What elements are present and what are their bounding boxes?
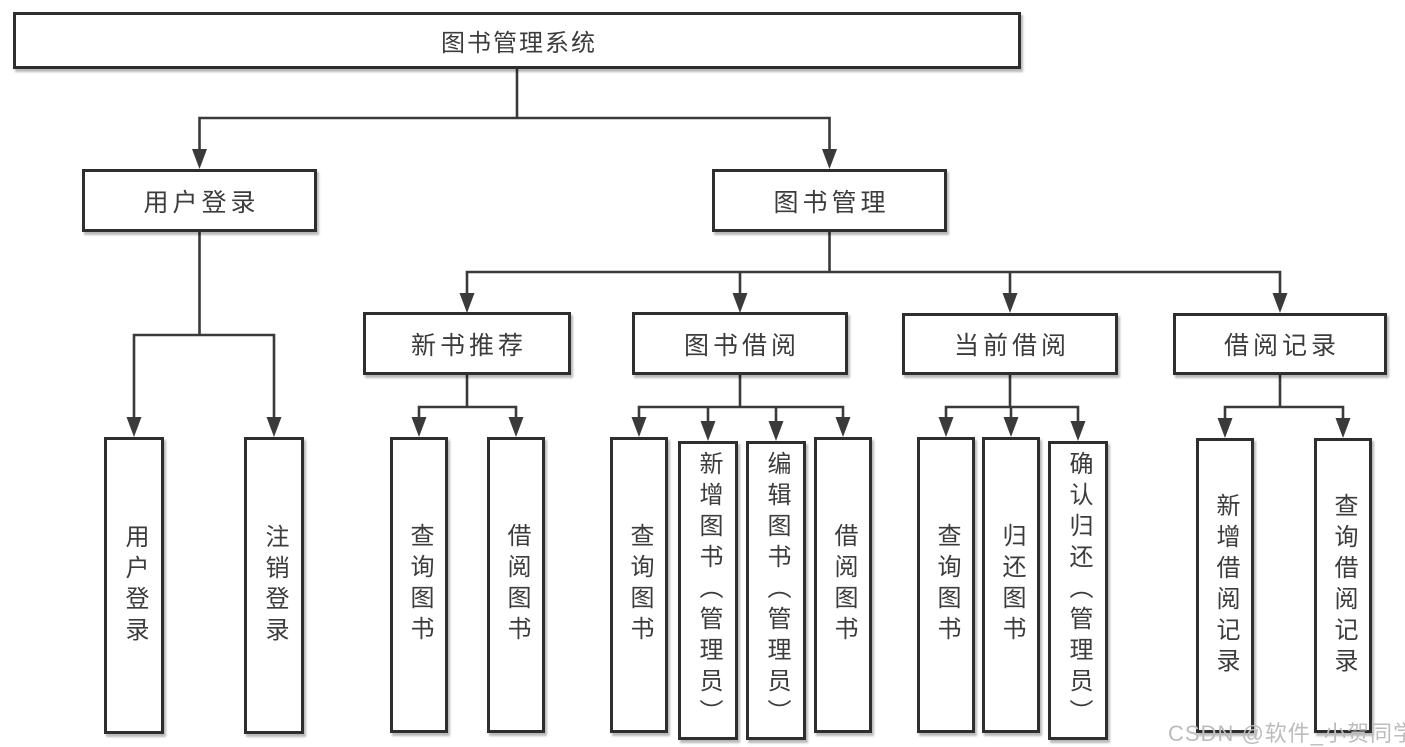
leaf-borrow-query-books: 查询图书 [610,437,668,733]
arrowhead-icon [1272,293,1288,313]
arrowhead-icon [822,149,837,169]
connector-new-rec-children [417,373,518,421]
node-label: 图书管理系统 [441,30,597,57]
leaf-borrow-borrow-books: 借阅图书 [814,437,872,733]
arrowhead-icon [1335,418,1351,438]
node-label: 新书推荐 [410,331,527,360]
arrowhead-icon [459,293,475,313]
node-borrow-records: 借阅记录 [1173,313,1387,375]
leaf-edit-books-admin: 编辑图书（管理员） [746,441,806,740]
leaf-return-books: 归还图书 [982,437,1040,733]
arrowhead-icon [1217,418,1233,438]
node-label: 查询图书 [933,523,960,647]
node-current-borrowing: 当前借阅 [902,313,1118,375]
leaf-newrec-borrow-books: 借阅图书 [487,437,545,733]
arrowhead-icon [126,417,142,437]
arrowhead-icon [508,417,524,437]
leaf-newrec-query-books: 查询图书 [390,437,448,733]
connector-book-mgmt-children [465,230,1282,297]
node-label: 注销登录 [261,523,288,648]
node-library-system: 图书管理系统 [13,12,1021,69]
arrowhead-icon [631,417,647,437]
watermark: CSDN @软件_小贺同学 [1168,721,1405,746]
leaf-confirm-return-admin: 确认归还（管理员） [1048,441,1108,740]
arrowhead-icon [835,417,851,437]
arrowhead-icon [938,417,954,437]
arrowhead-icon [192,149,207,169]
leaf-logout: 注销登录 [244,437,304,734]
node-label: 借阅图书 [830,523,857,647]
node-new-book-recommend: 新书推荐 [363,312,571,375]
node-label: 图书借阅 [683,331,800,360]
connector-root-to-level2 [198,67,831,153]
node-label: 当前借阅 [953,332,1070,360]
connector-current-borrow-children [944,373,1080,425]
connector-book-borrow-children [637,373,845,425]
arrowhead-icon [1003,417,1019,437]
leaf-query-borrow-record: 查询借阅记录 [1314,438,1372,733]
node-book-management: 图书管理 [712,169,947,232]
arrowhead-icon [1070,421,1086,441]
arrowhead-icon [266,417,282,437]
node-label: 新增图书（管理员） [695,451,722,730]
node-label: 查询图书 [626,523,653,647]
arrowhead-icon [700,421,716,441]
arrowhead-icon [411,417,427,437]
node-label: 归还图书 [998,523,1025,647]
leaf-current-query-books: 查询图书 [917,437,975,733]
node-label: 新增借阅记录 [1212,492,1239,679]
node-label: 查询借阅记录 [1330,492,1357,679]
connector-user-login-children [132,230,276,421]
leaf-user-login: 用户登录 [104,437,164,734]
node-label: 编辑图书（管理员） [763,451,790,730]
arrowhead-icon [1002,293,1018,313]
node-label: 图书管理 [773,188,890,217]
node-book-borrowing: 图书借阅 [632,312,848,375]
node-label: 借阅记录 [1223,332,1340,360]
leaf-add-borrow-record: 新增借阅记录 [1196,438,1254,733]
arrowhead-icon [732,293,748,313]
leaf-add-books-admin: 新增图书（管理员） [678,441,738,740]
node-label: 用户登录 [121,523,148,648]
node-label: 确认归还（管理员） [1065,451,1092,730]
node-label: 借阅图书 [503,523,530,647]
node-user-login: 用户登录 [82,169,317,232]
connector-borrow-records-children [1223,373,1345,422]
node-label: 用户登录 [143,188,260,217]
arrowhead-icon [768,421,784,441]
node-label: 查询图书 [406,523,433,647]
